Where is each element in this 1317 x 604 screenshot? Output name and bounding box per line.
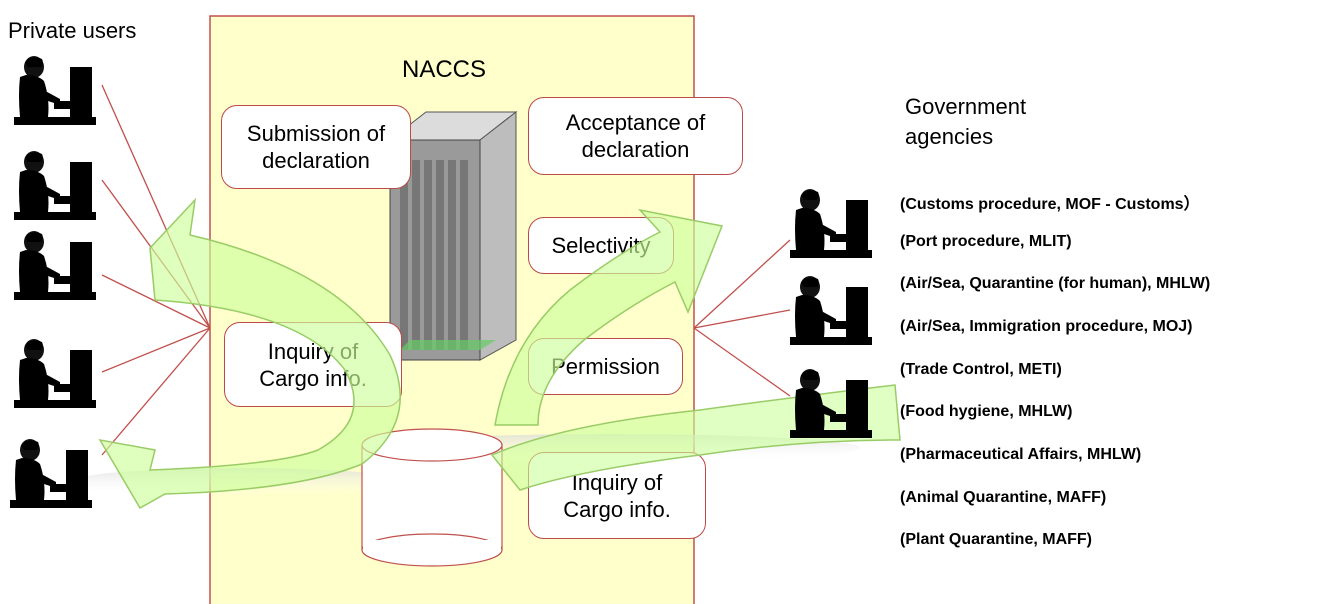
permission-label: Permission (551, 354, 660, 379)
private-user-icon-2 (14, 151, 96, 220)
agency-item: (Food hygiene, MHLW) (900, 403, 1073, 420)
government-user-icon-1 (790, 189, 872, 258)
private-user-icon-5 (10, 439, 92, 508)
right-flow-arrow (494, 208, 724, 426)
submission-label: Submission of declaration (246, 121, 386, 173)
agency-item: (Animal Quarantine, MAFF) (900, 489, 1107, 506)
database-icon (361, 428, 503, 567)
agency-item: (Pharmaceutical Affairs, MHLW) (900, 446, 1142, 463)
private-user-icon-1 (14, 56, 96, 125)
private-users-label: Private users (8, 18, 137, 43)
submission-box: Submission of declaration (221, 105, 411, 189)
agency-item: (Air/Sea, Quarantine (for human), MHLW) (900, 275, 1211, 292)
left-flow-arrow (98, 197, 401, 510)
agency-item: (Air/Sea, Immigration procedure, MOJ) (900, 318, 1193, 335)
acceptance-label: Acceptance of declaration (565, 110, 706, 162)
government-connectors (693, 239, 791, 397)
private-user-icon-3 (14, 231, 96, 300)
inquiry-right-label: Inquiry of Cargo info. (563, 469, 671, 522)
agency-item: (Port procedure, MLIT) (900, 233, 1072, 250)
acceptance-box: Acceptance of declaration (528, 97, 743, 175)
government-label: Government agencies (905, 94, 1027, 149)
agency-item: (Plant Quarantine, MAFF) (900, 531, 1092, 548)
agency-item: (Customs procedure, MOF - Customs） (900, 196, 1200, 213)
private-user-icon-4 (14, 339, 96, 408)
naccs-title: NACCS (402, 56, 487, 83)
agency-item: (Trade Control, METI) (900, 361, 1062, 378)
government-user-icon-2 (790, 276, 872, 345)
